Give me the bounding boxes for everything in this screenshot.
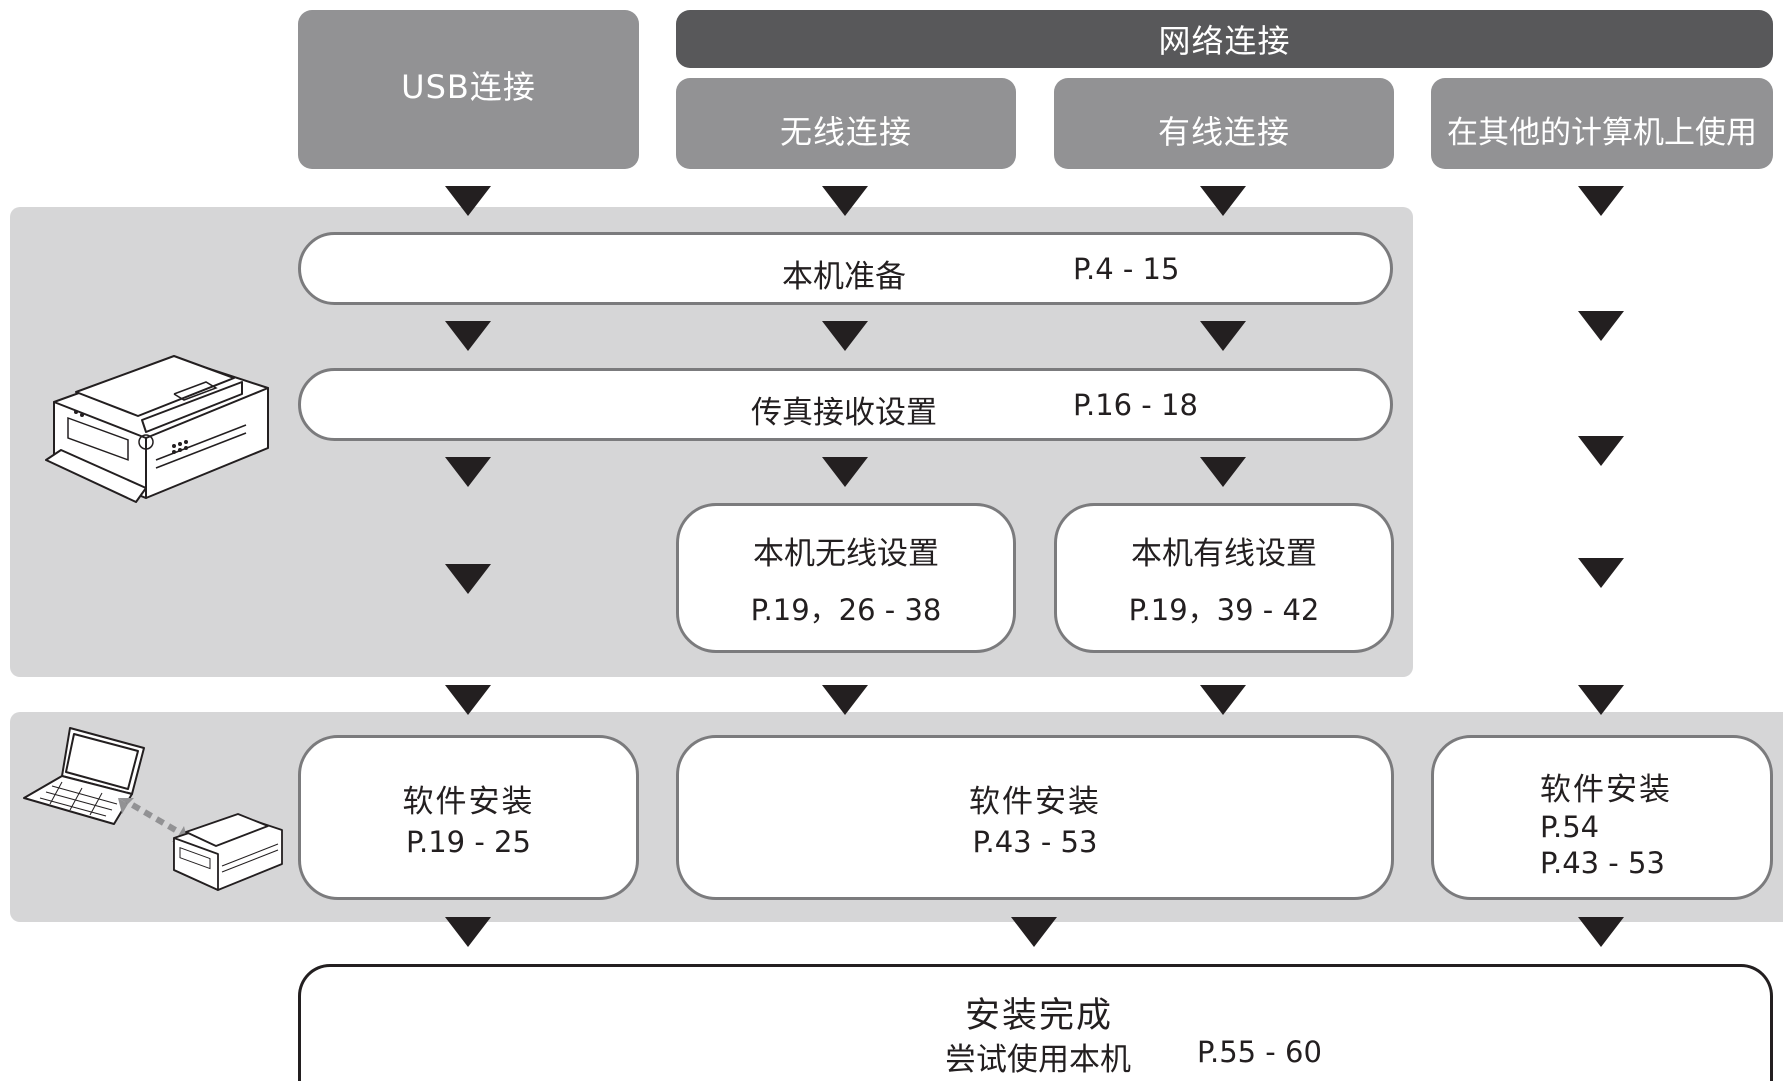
step-software-other-label: 软件安装 <box>1540 772 1672 808</box>
arrow-down-icon <box>1200 186 1246 216</box>
printer-icon <box>45 355 269 503</box>
arrow-down-icon <box>1578 186 1624 216</box>
arrow-down-icon <box>822 457 868 487</box>
step-software-other-pages2: P.43 - 53 <box>1540 846 1665 880</box>
arrow-down-icon <box>1200 321 1246 351</box>
step-software-usb-label: 软件安装 <box>402 784 535 820</box>
arrow-down-icon <box>445 457 491 487</box>
step-fax-setup: 传真接收设置 P.16 - 18 <box>298 368 1393 441</box>
step-complete: 安装完成 尝试使用本机 P.55 - 60 <box>298 964 1773 1081</box>
step-complete-sub-label: 尝试使用本机 <box>945 1042 1131 1078</box>
arrow-down-icon <box>1011 917 1057 947</box>
printer-icon <box>173 813 283 891</box>
arrow-down-icon <box>1578 311 1624 341</box>
step-prepare-pages: P.4 - 15 <box>1073 252 1180 286</box>
step-wired-setup-label: 本机有线设置 <box>1131 535 1317 572</box>
other-computer-header: 在其他的计算机上使用 <box>1431 78 1773 169</box>
arrow-down-icon <box>1578 685 1624 715</box>
step-wireless-setup-label: 本机无线设置 <box>753 535 939 572</box>
arrow-down-icon <box>445 917 491 947</box>
arrow-down-icon <box>1578 436 1624 466</box>
arrow-down-icon <box>822 321 868 351</box>
step-complete-label: 安装完成 <box>965 996 1114 1036</box>
arrow-down-icon <box>445 186 491 216</box>
network-connection-label: 网络连接 <box>1158 22 1291 60</box>
arrow-down-icon <box>822 685 868 715</box>
wired-connection-header: 有线连接 <box>1054 78 1394 169</box>
arrow-down-icon <box>445 564 491 594</box>
step-wired-setup: 本机有线设置 P.19，39 - 42 <box>1054 503 1394 653</box>
usb-connection-header: USB连接 <box>298 10 639 169</box>
step-software-network-pages: P.43 - 53 <box>972 825 1098 859</box>
arrow-down-icon <box>1578 558 1624 588</box>
wireless-connection-header: 无线连接 <box>676 78 1016 169</box>
step-prepare: 本机准备 P.4 - 15 <box>298 232 1393 305</box>
step-prepare-label: 本机准备 <box>782 259 906 295</box>
step-fax-label: 传真接收设置 <box>751 395 937 431</box>
step-software-network-label: 软件安装 <box>969 784 1101 820</box>
arrow-down-icon <box>1200 457 1246 487</box>
step-software-usb-pages: P.19 - 25 <box>406 825 531 859</box>
arrow-down-icon <box>445 321 491 351</box>
step-wireless-setup-pages: P.19，26 - 38 <box>750 592 942 627</box>
network-connection-header: 网络连接 <box>676 10 1773 68</box>
step-wireless-setup: 本机无线设置 P.19，26 - 38 <box>676 503 1016 653</box>
arrow-down-icon <box>1200 685 1246 715</box>
step-wired-setup-pages: P.19，39 - 42 <box>1128 592 1320 627</box>
arrow-down-icon <box>1578 917 1624 947</box>
laptop-icon <box>23 727 145 825</box>
step-software-network: 软件安装 P.43 - 53 <box>676 735 1394 900</box>
other-computer-label: 在其他的计算机上使用 <box>1447 115 1757 151</box>
wireless-connection-label: 无线连接 <box>779 112 912 151</box>
step-fax-pages: P.16 - 18 <box>1073 388 1198 422</box>
step-software-other: 软件安装 P.54 P.43 - 53 <box>1431 735 1773 900</box>
step-software-usb: 软件安装 P.19 - 25 <box>298 735 639 900</box>
step-complete-pages: P.55 - 60 <box>1197 1035 1322 1069</box>
step-software-other-pages1: P.54 <box>1540 810 1600 844</box>
usb-connection-label: USB连接 <box>401 67 536 106</box>
arrow-down-icon <box>445 685 491 715</box>
arrow-down-icon <box>822 186 868 216</box>
wired-connection-label: 有线连接 <box>1157 112 1290 151</box>
